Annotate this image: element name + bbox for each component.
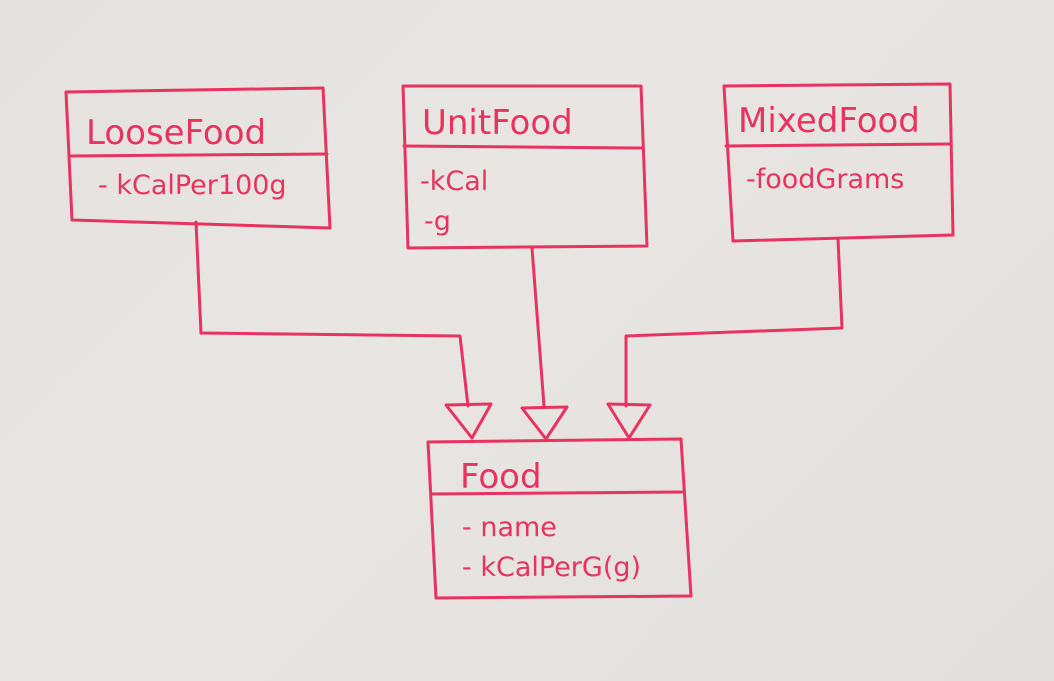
class-box-unitfood-outline [401,84,649,250]
class-box-food [426,437,693,600]
class-box-food-divider [430,490,684,496]
class-box-food-outline [426,437,693,600]
attribute-food-kcalperg: - kCalPerG(g) [462,552,641,583]
class-box-loosefood [64,86,332,230]
class-box-unitfood [401,84,649,250]
class-box-loosefood-outline [64,86,332,230]
attribute-unitfood-kcal: -kCal [420,166,488,197]
attribute-loosefood-kcalper100g: - kCalPer100g [98,170,287,201]
class-box-mixedfood-outline [722,82,955,243]
class-box-loosefood-divider [68,152,329,158]
class-name-food: Food [460,457,542,497]
class-box-unitfood-divider [402,144,644,150]
class-name-loosefood: LooseFood [86,113,266,153]
attribute-unitfood-g: -g [424,206,451,237]
inheritance-arrowhead-mixedfood [606,402,652,440]
inheritance-connector-mixedfood [624,237,844,408]
inheritance-connector-unitfood [530,246,546,408]
class-box-mixedfood-divider [724,142,953,148]
inheritance-arrowhead-unitfood [520,405,569,441]
attribute-mixedfood-foodgrams: -foodGrams [746,164,904,195]
class-name-unitfood: UnitFood [422,103,573,143]
attribute-food-name: - name [462,512,557,543]
class-box-mixedfood [722,82,955,243]
inheritance-connector-loosefood [194,220,470,408]
inheritance-arrowhead-loosefood [444,402,493,440]
class-name-mixedfood: MixedFood [738,101,920,141]
